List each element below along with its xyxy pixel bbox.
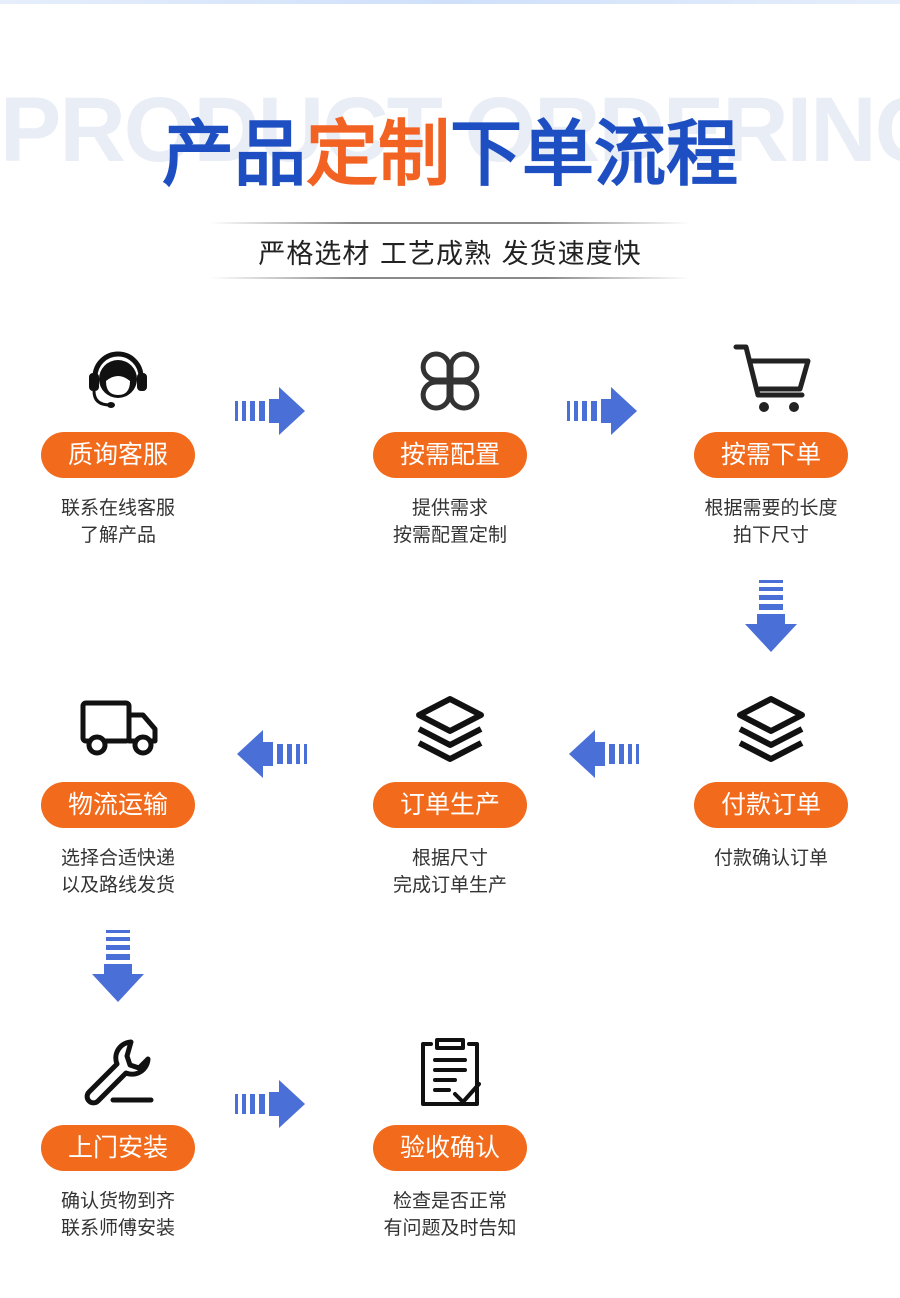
delivery-truck-icon — [73, 685, 163, 775]
step-shipping: 物流运输 选择合适快递 以及路线发货 — [18, 685, 218, 905]
step-consult: 质询客服 联系在线客服 了解产品 — [18, 335, 218, 555]
customer-service-icon — [73, 335, 163, 425]
step-production: 订单生产 根据尺寸 完成订单生产 — [350, 685, 550, 905]
layers-icon — [726, 685, 816, 775]
top-accent-bar — [0, 0, 900, 4]
arrow-down-2 — [92, 930, 144, 1004]
title-part-2: 定制 — [305, 111, 450, 196]
step-description: 根据需要的长度 拍下尺寸 — [704, 497, 838, 546]
title-watermark: PRODUCT ORDERING — [0, 79, 900, 181]
step-label: 按需配置 — [373, 432, 527, 478]
title-part-1: 产品 — [161, 111, 306, 196]
arrow-right-2 — [567, 385, 639, 437]
step-description: 选择合适快递 以及路线发货 — [60, 847, 175, 896]
subtitle-bottom-rule — [210, 277, 690, 279]
step-description: 联系在线客服 了解产品 — [60, 497, 175, 546]
step-label: 物流运输 — [41, 782, 195, 828]
step-configure: 按需配置 提供需求 按需配置定制 — [350, 335, 550, 555]
arrow-left-1 — [567, 728, 639, 780]
arrow-left-2 — [235, 728, 307, 780]
step-label: 验收确认 — [373, 1125, 527, 1171]
step-description: 确认货物到齐 联系师傅安装 — [60, 1190, 175, 1239]
page-title: 产品定制下单流程 — [0, 112, 900, 196]
clipboard-check-icon — [405, 1030, 495, 1120]
subtitle-top-rule — [210, 222, 690, 224]
step-label: 按需下单 — [694, 432, 848, 478]
step-description: 检查是否正常 有问题及时告知 — [383, 1190, 517, 1239]
config-grid-icon — [405, 335, 495, 425]
arrow-down-1 — [745, 580, 797, 654]
arrow-right-1 — [235, 385, 307, 437]
step-label: 订单生产 — [373, 782, 527, 828]
step-description: 提供需求 按需配置定制 — [392, 497, 507, 546]
step-payment: 付款订单 付款确认订单 — [671, 685, 871, 885]
step-description: 根据尺寸 完成订单生产 — [392, 847, 507, 896]
step-label: 质询客服 — [41, 432, 195, 478]
wrench-icon — [73, 1030, 163, 1120]
page-subtitle: 严格选材 工艺成熟 发货速度快 — [258, 239, 642, 270]
step-installation: 上门安装 确认货物到齐 联系师傅安装 — [18, 1030, 218, 1250]
shopping-cart-icon — [726, 335, 816, 425]
step-label: 上门安装 — [41, 1125, 195, 1171]
step-order: 按需下单 根据需要的长度 拍下尺寸 — [671, 335, 871, 555]
step-description: 付款确认订单 — [713, 847, 828, 869]
step-label: 付款订单 — [694, 782, 848, 828]
title-part-3: 下单 — [450, 111, 595, 196]
step-acceptance: 验收确认 检查是否正常 有问题及时告知 — [350, 1030, 550, 1250]
title-part-4: 流程 — [594, 111, 739, 196]
layers-icon — [405, 685, 495, 775]
arrow-right-3 — [235, 1078, 307, 1130]
